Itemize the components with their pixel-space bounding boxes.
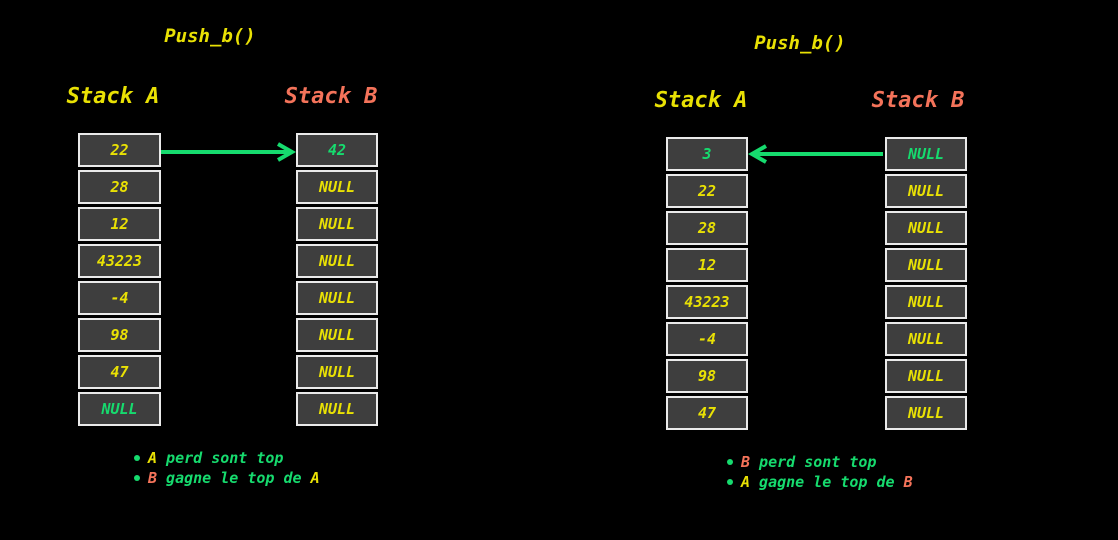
stack-cell: 47 (78, 355, 161, 389)
stack-cell: NULL (885, 137, 967, 171)
diagram-panel-right: Push_b() Stack A Stack B 3 22 28 12 4322… (559, 0, 1118, 540)
bullet-text-part: B (903, 473, 913, 491)
stack-a-column: 3 22 28 12 43223 -4 98 47 (666, 137, 748, 433)
bullet-text-part: perd sont top (750, 453, 877, 471)
bullet-icon (727, 459, 733, 465)
stack-cell: NULL (885, 248, 967, 282)
stack-b-column: 42 NULL NULL NULL NULL NULL NULL NULL (296, 133, 378, 429)
function-title: Push_b() (754, 32, 846, 54)
stack-cell: 42 (296, 133, 378, 167)
bullet-text-part: gagne le top de (157, 469, 311, 487)
stack-cell: 43223 (666, 285, 748, 319)
list-item: A gagne le top de B (727, 472, 913, 492)
stack-cell: NULL (296, 207, 378, 241)
stack-cell: 47 (666, 396, 748, 430)
stack-a-label: Stack A (66, 84, 160, 109)
bullet-text-part: A (741, 473, 751, 491)
stack-a-column: 22 28 12 43223 -4 98 47 NULL (78, 133, 161, 429)
stack-cell: 12 (78, 207, 161, 241)
stack-cell: NULL (885, 174, 967, 208)
stack-cell: 28 (666, 211, 748, 245)
stack-cell: NULL (885, 322, 967, 356)
stack-cell: NULL (885, 211, 967, 245)
list-item: B gagne le top de A (134, 468, 320, 488)
stack-cell: 22 (666, 174, 748, 208)
stack-cell: NULL (296, 281, 378, 315)
diagram-panel-left: Push_b() Stack A Stack B 22 28 12 43223 … (66, 25, 378, 488)
stack-a-label: Stack A (654, 88, 748, 113)
bullet-icon (727, 479, 733, 485)
stack-cell: NULL (296, 318, 378, 352)
stack-cell: 22 (78, 133, 161, 167)
stack-cell: 43223 (78, 244, 161, 278)
stack-cell: 3 (666, 137, 748, 171)
notes-list: B perd sont top A gagne le top de B (727, 452, 913, 492)
stack-cell: 28 (78, 170, 161, 204)
stack-cell: -4 (78, 281, 161, 315)
bullet-text-part: perd sont top (157, 449, 284, 467)
stack-cell: 98 (78, 318, 161, 352)
bullet-text-part: B (741, 453, 751, 471)
stack-cell: NULL (78, 392, 161, 426)
list-item: B perd sont top (727, 452, 913, 472)
bullet-text-part: B (148, 469, 158, 487)
function-title: Push_b() (164, 25, 256, 47)
bullet-icon (134, 455, 140, 461)
notes-list: A perd sont top B gagne le top de A (134, 448, 320, 488)
bullet-text-part: A (148, 449, 158, 467)
stack-cell: -4 (666, 322, 748, 356)
stack-cell: NULL (885, 285, 967, 319)
bullet-text-part: A (310, 469, 320, 487)
stack-b-label: Stack B (871, 88, 965, 113)
stack-cell: NULL (296, 170, 378, 204)
stack-cell: NULL (885, 359, 967, 393)
stack-cell: NULL (296, 355, 378, 389)
list-item: A perd sont top (134, 448, 320, 468)
stack-cell: 12 (666, 248, 748, 282)
stack-cell: NULL (296, 392, 378, 426)
stack-cell: NULL (885, 396, 967, 430)
stack-cell: 98 (666, 359, 748, 393)
stack-b-label: Stack B (284, 84, 378, 109)
stack-cell: NULL (296, 244, 378, 278)
bullet-icon (134, 475, 140, 481)
bullet-text-part: gagne le top de (750, 473, 904, 491)
stack-b-column: NULL NULL NULL NULL NULL NULL NULL NULL (885, 137, 967, 433)
